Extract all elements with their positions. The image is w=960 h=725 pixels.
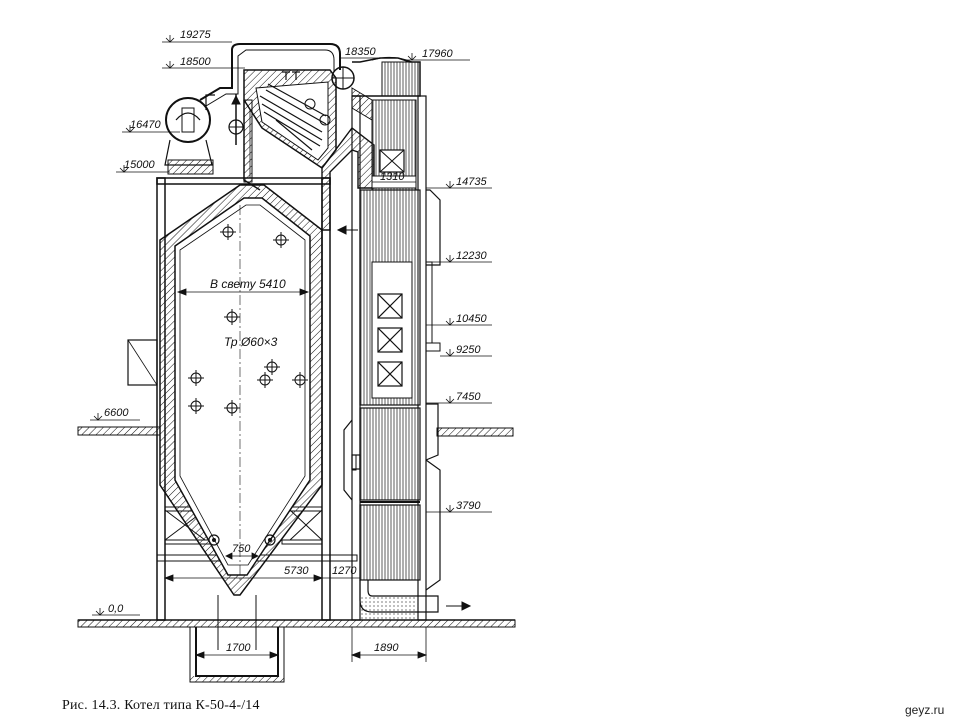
dimension-750: 750 [232, 543, 251, 555]
top-pipework [199, 43, 355, 191]
steam-drum [164, 97, 214, 175]
elevation-6600: 6600 [104, 407, 129, 419]
ash-pit [189, 595, 285, 683]
elevation-19275: 19275 [180, 29, 211, 41]
elevation-markers [90, 35, 492, 616]
furnace-notes: В свету 5410 Тр Ø60×3 [210, 277, 286, 349]
dimension-1310: 1310 [380, 171, 405, 183]
tube-size-note: Тр Ø60×3 [224, 335, 278, 349]
elevation-7450: 7450 [456, 391, 481, 403]
elevation-10450: 10450 [456, 313, 487, 325]
furnace-insulated-wall [159, 184, 323, 596]
elevation-12230: 12230 [456, 250, 487, 262]
elevation-16470: 16470 [130, 119, 161, 131]
dimension-labels: 1310 750 5730 1270 1700 1890 [226, 171, 405, 654]
ground-level-floor [77, 619, 516, 628]
tube-markers [188, 224, 308, 416]
elevation-15000: 15000 [124, 159, 155, 171]
elevation-17960: 17960 [422, 48, 453, 60]
elevation-0: 0,0 [108, 603, 124, 615]
site-watermark: geyz.ru [905, 703, 945, 717]
dimension-lines [163, 181, 428, 662]
elevation-18350: 18350 [345, 46, 376, 58]
figure-caption: Рис. 14.3. Котел типа К-50-4-/14 [62, 698, 260, 713]
dimension-1270: 1270 [332, 565, 357, 577]
clear-width-note: В свету 5410 [210, 277, 286, 291]
elevation-18500: 18500 [180, 56, 211, 68]
elevation-14735: 14735 [456, 176, 487, 188]
dimension-1700: 1700 [226, 642, 251, 654]
dimension-1890: 1890 [374, 642, 399, 654]
dimension-5730: 5730 [284, 565, 309, 577]
elevation-labels: 19275 18500 18350 17960 16470 15000 1473… [104, 29, 487, 615]
elevation-9250: 9250 [456, 344, 481, 356]
clear-width-dimension [176, 288, 310, 296]
elevation-3790: 3790 [456, 500, 481, 512]
